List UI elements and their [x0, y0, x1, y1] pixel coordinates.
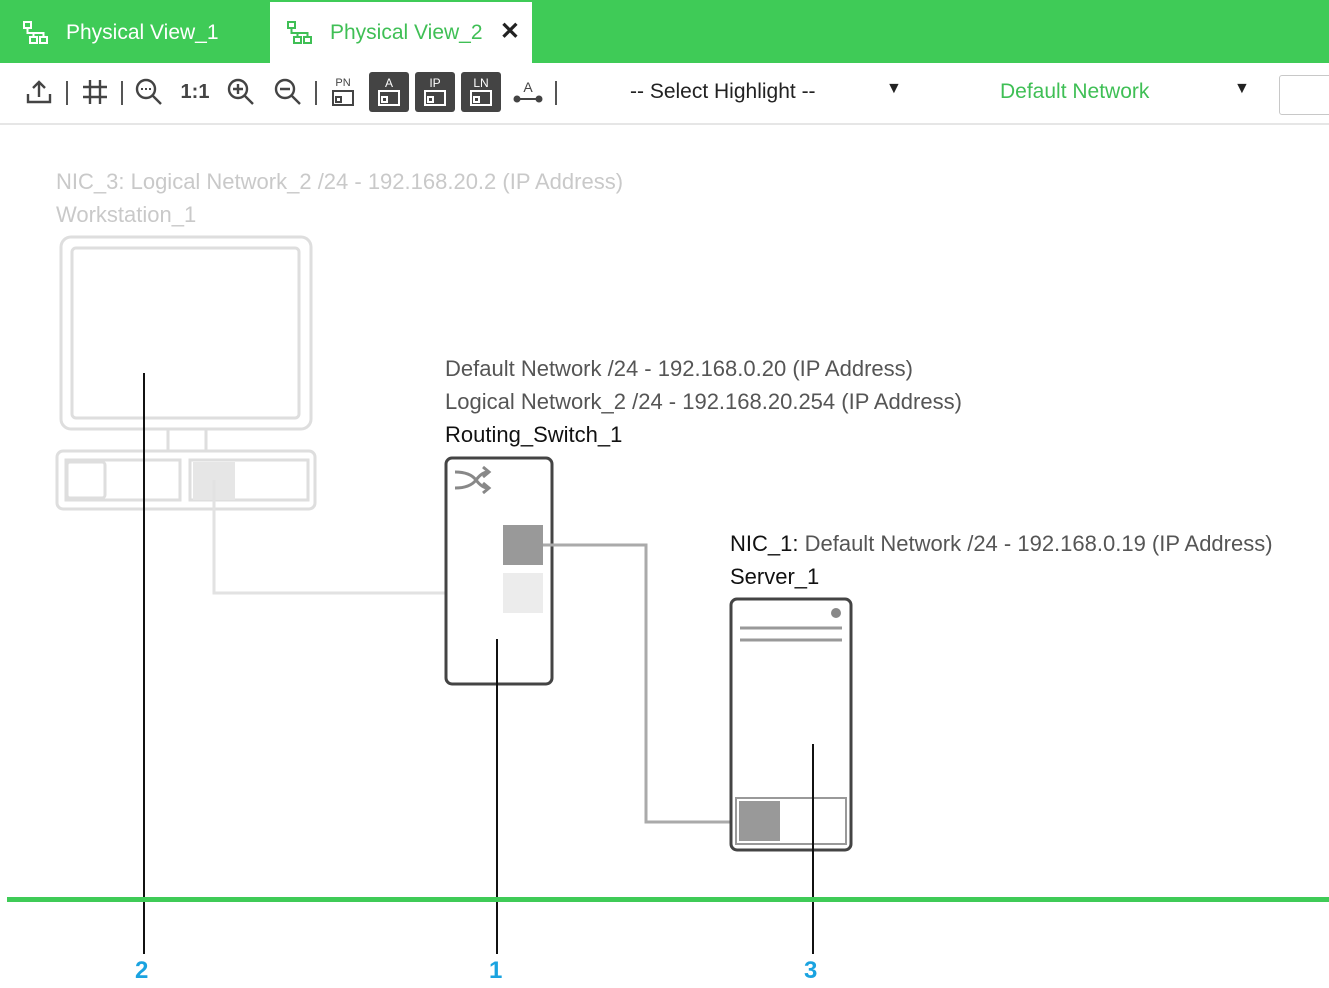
- shuffle-icon: [454, 465, 492, 495]
- toolbar-separator: [315, 81, 317, 105]
- export-icon: [26, 80, 52, 104]
- callout-number: 3: [804, 957, 818, 984]
- nic-name: NIC_3:: [56, 169, 131, 194]
- toolbar: 1:1 PN A IP LN A: [0, 63, 1329, 125]
- pn-toggle-button[interactable]: PN: [326, 75, 360, 109]
- workstation-device[interactable]: [55, 235, 317, 511]
- routing-switch-device[interactable]: [444, 456, 554, 686]
- tab-label: Physical View_1: [66, 20, 219, 44]
- toolbar-separator: [555, 81, 557, 105]
- tab-label: Physical View_2: [330, 20, 483, 44]
- toolbar-input[interactable]: [1279, 75, 1329, 115]
- server-nic-label: NIC_1: Default Network /24 - 192.168.0.1…: [730, 531, 1273, 557]
- tab-physical-view-2[interactable]: Physical View_2 ✕: [270, 2, 532, 63]
- ip-label: IP: [429, 76, 441, 90]
- nic-address: Logical Network_2 /24 - 192.168.20.2 (IP…: [130, 169, 624, 194]
- callout-number: 2: [135, 957, 149, 984]
- address-toggle-button[interactable]: A: [369, 72, 409, 112]
- close-icon[interactable]: ✕: [499, 18, 520, 45]
- port-icon: [332, 89, 354, 106]
- tab-physical-view-1[interactable]: Physical View_1: [0, 2, 268, 63]
- port-icon: [470, 90, 492, 106]
- link-label-button[interactable]: A: [511, 75, 545, 109]
- switch-address-2: Logical Network_2 /24 - 192.168.20.254 (…: [445, 389, 962, 414]
- zoom-in-button[interactable]: [224, 75, 258, 109]
- zoom-out-icon: [274, 78, 301, 105]
- nic-name: NIC_1:: [730, 531, 805, 556]
- network-tree-icon: [23, 20, 48, 44]
- port-icon: [424, 90, 446, 106]
- workstation-name: Workstation_1: [56, 202, 197, 227]
- switch-name: Routing_Switch_1: [445, 422, 623, 447]
- export-button[interactable]: [22, 75, 56, 109]
- network-tree-icon: [287, 20, 312, 44]
- switch-address-1: Default Network /24 - 192.168.0.20 (IP A…: [445, 356, 913, 381]
- network-link-faded[interactable]: [212, 480, 505, 595]
- port-icon: [378, 90, 400, 106]
- ip-toggle-button[interactable]: IP: [415, 72, 455, 112]
- grid-icon: [83, 80, 107, 104]
- ln-toggle-button[interactable]: LN: [461, 72, 501, 112]
- a-label: A: [384, 76, 393, 90]
- server-device[interactable]: [729, 597, 853, 852]
- network-select[interactable]: Default Network: [1000, 80, 1150, 103]
- grid-toggle-button[interactable]: [78, 75, 112, 109]
- highlight-select[interactable]: -- Select Highlight --: [630, 80, 816, 103]
- workstation-nic-label: NIC_3: Logical Network_2 /24 - 192.168.2…: [56, 169, 623, 195]
- link-label-letter: A: [523, 79, 533, 95]
- nic-address: Default Network /24 - 192.168.0.19 (IP A…: [804, 531, 1273, 556]
- tab-bar: Physical View_1 Physical View_2 ✕: [0, 0, 1329, 63]
- canvas-bottom-border: [7, 897, 1329, 902]
- server-name: Server_1: [730, 564, 820, 589]
- zoom-reset-button[interactable]: 1:1: [180, 80, 210, 103]
- toolbar-separator: [66, 81, 68, 105]
- chevron-down-icon[interactable]: ▼: [886, 80, 902, 97]
- ln-label: LN: [473, 76, 489, 90]
- toolbar-separator: [121, 81, 123, 105]
- zoom-fit-icon: [135, 78, 162, 105]
- zoom-out-button[interactable]: [271, 75, 305, 109]
- pn-label: PN: [335, 76, 351, 89]
- link-label-icon: [513, 95, 543, 103]
- network-link[interactable]: [543, 543, 741, 824]
- chevron-down-icon[interactable]: ▼: [1234, 80, 1250, 97]
- zoom-in-icon: [227, 78, 254, 105]
- callout-number: 1: [489, 957, 503, 984]
- zoom-fit-button[interactable]: [132, 75, 166, 109]
